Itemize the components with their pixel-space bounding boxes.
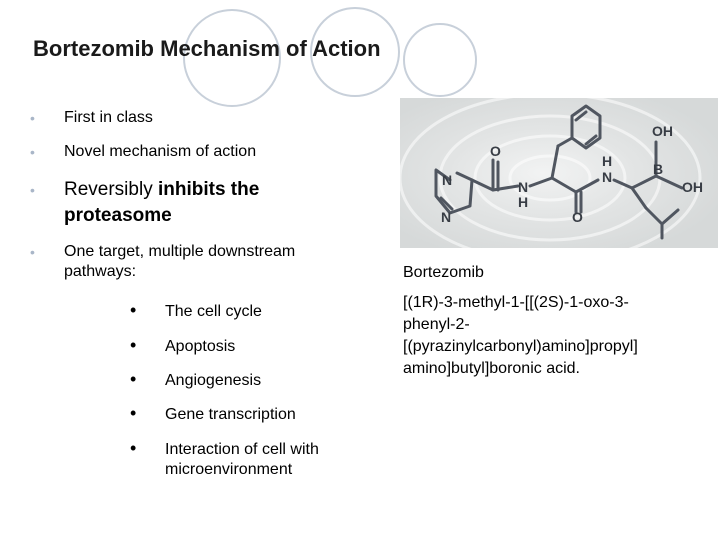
compound-name: Bortezomib bbox=[403, 264, 484, 281]
atom-oh1: OH bbox=[652, 123, 673, 139]
atom-o-top: O bbox=[490, 143, 501, 159]
atom-n3: N bbox=[518, 179, 528, 195]
chemical-structure-image: N N O N H H N O OH B OH bbox=[400, 98, 718, 248]
decor-circle-3 bbox=[403, 23, 477, 97]
iupac-name: [(1R)-3-methyl-1-[[(2S)-1-oxo-3- phenyl-… bbox=[403, 294, 638, 377]
atom-n1: N bbox=[442, 172, 452, 188]
atom-h4: H bbox=[602, 153, 612, 169]
atom-oh2: OH bbox=[682, 179, 703, 195]
atom-b: B bbox=[653, 161, 663, 177]
bullet-dot: • bbox=[30, 144, 35, 160]
bullet-dot: • bbox=[30, 110, 35, 126]
atom-n2: N bbox=[441, 209, 451, 225]
atom-n4: N bbox=[602, 169, 612, 185]
bullet-dot: • bbox=[30, 182, 35, 198]
decor-circle-1 bbox=[183, 9, 281, 107]
atom-o-bottom: O bbox=[572, 209, 583, 225]
bortezomib-structure-diagram: N N O N H H N O OH B OH bbox=[400, 98, 718, 248]
bullet-dot: • bbox=[30, 244, 35, 260]
slide-title: Bortezomib Mechanism of Action bbox=[33, 36, 381, 61]
atom-h3: H bbox=[518, 194, 528, 210]
decor-circle-2 bbox=[310, 7, 400, 97]
